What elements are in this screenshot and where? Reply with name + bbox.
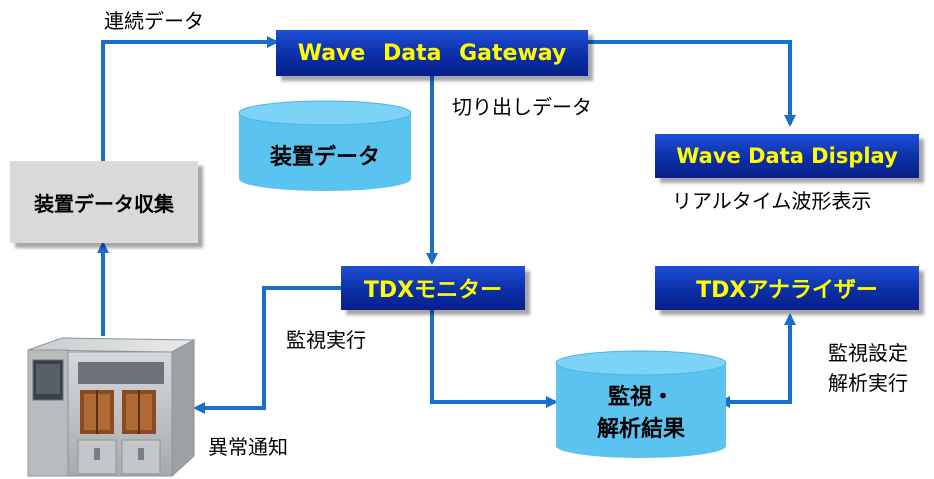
gateway-label: Wave Data Gateway	[297, 40, 567, 66]
analyzer-label: TDXアナライザー	[696, 278, 878, 303]
results-cylinder: 監視・ 解析結果	[555, 350, 727, 460]
gateway-box: Wave Data Gateway	[276, 30, 588, 76]
device-data-label: 装置データ	[269, 145, 380, 170]
device-data-cylinder: 装置データ	[238, 100, 412, 192]
results-label-line1: 監視・	[607, 385, 674, 410]
monitor-box: TDXモニター	[341, 266, 525, 310]
arrow-results-analyzer	[718, 313, 796, 408]
equipment-illustration	[27, 337, 196, 478]
cylinder-shape	[555, 350, 727, 458]
arrow-gateway-to-display	[588, 40, 796, 127]
arrow-monitor-to-results	[430, 310, 558, 408]
extracted-data-label: 切り出しデータ	[452, 95, 592, 119]
cylinder-shape	[238, 100, 412, 191]
realtime-waveform-label: リアルタイム波形表示	[672, 189, 872, 213]
monitor-label: TDXモニター	[363, 278, 503, 303]
results-label-wrap: 監視・ 解析結果	[555, 376, 727, 452]
collector-box: 装置データ収集	[10, 161, 198, 243]
results-label-line2: 解析結果	[596, 417, 685, 442]
analysis-exec-label: 解析実行	[828, 371, 908, 395]
arrow-collector-to-gateway	[101, 36, 279, 161]
arrow-monitor-to-machine	[193, 286, 341, 414]
continuous-data-label: 連続データ	[104, 9, 204, 33]
display-label: Wave Data Display	[676, 144, 898, 168]
monitor-exec-label: 監視実行	[286, 328, 366, 352]
analyzer-box: TDXアナライザー	[655, 266, 919, 310]
device-data-label-wrap: 装置データ	[238, 130, 412, 186]
collector-label: 装置データ収集	[34, 191, 174, 216]
anomaly-notify-label: 異常通知	[208, 435, 288, 459]
monitor-setting-label: 監視設定	[828, 341, 908, 365]
display-box: Wave Data Display	[655, 134, 919, 178]
